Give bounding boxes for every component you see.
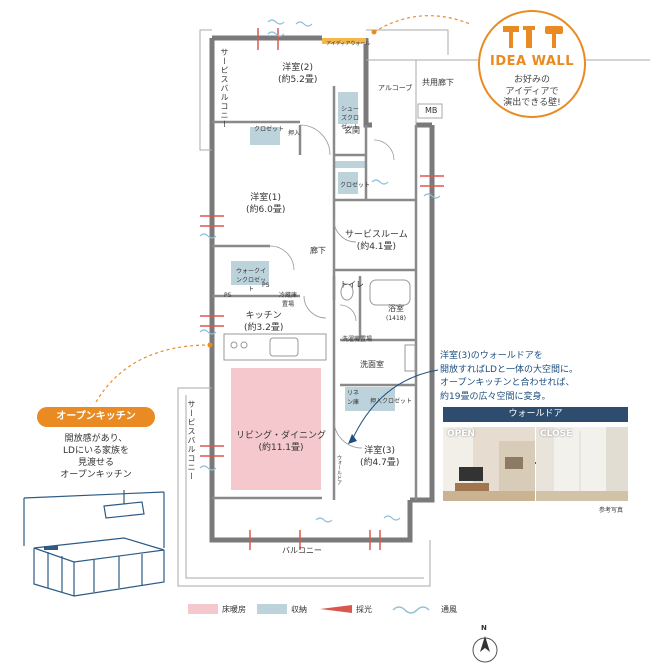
washbasin xyxy=(404,344,416,372)
photo-close: CLOSE xyxy=(536,427,628,501)
room-size: (約6.0畳) xyxy=(246,205,286,216)
legend-daylight: 採光 xyxy=(356,605,372,614)
legend-floor-heating-swatch xyxy=(188,604,218,614)
tools-icon xyxy=(503,26,563,48)
label-closet-w2: クロゼット xyxy=(254,126,285,133)
room-western3: 洋室(3) (約4.7畳) xyxy=(360,445,399,469)
walldoor-callout-line xyxy=(351,369,439,441)
sink xyxy=(269,337,299,357)
label-mb: MB xyxy=(425,106,438,115)
bathtub xyxy=(369,279,411,306)
ok-line: 開放感があり、 xyxy=(64,434,128,444)
label-ps-2: PS xyxy=(262,282,270,289)
label-corridor: 廊下 xyxy=(310,246,326,255)
storage-areas xyxy=(231,92,395,411)
label-oshiire-closet: 押入クロゼット xyxy=(370,398,413,405)
label-service-balcony-top: サービスバルコニー xyxy=(220,48,229,129)
toilet-fixture xyxy=(340,283,354,301)
room-name: 洋室(2) xyxy=(282,63,314,73)
idea-callout-line xyxy=(373,15,471,33)
balconies xyxy=(177,29,449,587)
photo-open: OPEN xyxy=(443,427,535,501)
room-size: (約11.1畳) xyxy=(258,443,304,454)
ventilation-marks xyxy=(199,19,441,523)
north-label: N xyxy=(481,624,487,632)
open-kitchen-illustration xyxy=(23,490,165,597)
room-western2: 洋室(2) (約5.2畳) xyxy=(278,62,317,86)
wall-door-desc: 洋室(3)のウォールドアを 開放すればLDと一体の大空間に。 オープンキッチンと… xyxy=(440,350,640,404)
room-living: リビング・ダイニング (約11.1畳) xyxy=(236,430,326,454)
room-name: 浴室 xyxy=(387,304,404,313)
stove-icon xyxy=(240,341,248,349)
wall-door-title-bar: ウォールドア xyxy=(443,407,628,422)
wd-line: 約19畳の広々空間に変身。 xyxy=(440,391,551,402)
legend-ventilation: 通風 xyxy=(441,605,457,614)
label-ps-1: PS xyxy=(224,292,232,299)
idea-line: アイディアで xyxy=(505,86,559,97)
wd-line: オープンキッチンと合わせれば、 xyxy=(440,378,575,388)
idea-wall-callout: IDEA WALL お好みの アイディアで 演出できる壁! xyxy=(478,10,586,118)
wd-line: 開放すればLDと一体の大空間に。 xyxy=(440,364,578,375)
label-oshiire-w2: 押入 xyxy=(288,130,301,137)
room-name: 洋室(3) xyxy=(364,446,396,456)
idea-line: お好みの xyxy=(513,75,550,85)
idea-wall-desc: お好みの アイディアで 演出できる壁! xyxy=(480,75,584,110)
ok-line: 見渡せる xyxy=(77,458,114,469)
label-shoes-closet: シューズクロゼット xyxy=(340,106,359,131)
room-size: (約5.2畳) xyxy=(278,75,318,86)
legend-storage: 収納 xyxy=(291,605,307,614)
floor-heating-area xyxy=(231,368,321,490)
photo-close-label: CLOSE xyxy=(540,429,573,439)
legend-ventilation-swatch xyxy=(392,606,430,614)
kitchen-counter xyxy=(223,333,327,361)
ok-line: オープンキッチン xyxy=(60,470,132,481)
room-western1: 洋室(1) (約6.0畳) xyxy=(246,192,285,216)
room-service: サービスルーム (約4.1畳) xyxy=(345,229,408,253)
legend-floor-heating: 床暖房 xyxy=(222,605,246,614)
room-kitchen: キッチン (約3.2畳) xyxy=(244,310,283,334)
label-idea-wall-small: アイディアウォール xyxy=(326,41,371,47)
legend-storage-swatch xyxy=(257,604,287,614)
daylight-marks xyxy=(200,28,444,550)
open-kitchen-badge: オープンキッチン xyxy=(37,407,155,427)
idea-wall-title: IDEA WALL xyxy=(490,54,574,69)
doors xyxy=(269,124,395,449)
label-common-corridor: 共用廊下 xyxy=(422,78,454,87)
interior-walls xyxy=(212,86,418,500)
label-washer: 洗濯機置場 xyxy=(342,336,373,343)
label-alcove: アルコーブ xyxy=(378,84,413,92)
idea-line: 演出できる壁! xyxy=(503,98,561,109)
kitchen-callout-line xyxy=(95,344,211,403)
label-service-balcony-bottom: サービスバルコニー xyxy=(187,400,196,481)
stove-icon xyxy=(230,341,238,349)
ok-line: LDにいる家族を xyxy=(63,446,129,457)
label-toilet: トイレ xyxy=(340,280,364,289)
room-size: (約3.2畳) xyxy=(244,323,284,334)
label-balcony: バルコニー xyxy=(282,546,322,555)
label-fridge: 冷蔵庫置場 xyxy=(278,292,297,308)
walls xyxy=(209,35,435,543)
label-linen: リネン庫 xyxy=(346,390,359,406)
label-walkin-closet: ウォークインクロゼット xyxy=(235,268,266,293)
open-kitchen-desc: 開放感があり、 LDにいる家族を 見渡せる オープンキッチン xyxy=(37,433,155,482)
label-washroom: 洗面室 xyxy=(360,360,384,369)
room-bath: 浴室 (1418) xyxy=(386,304,406,323)
room-name: キッチン xyxy=(245,311,282,321)
label-closet-service: クロゼット xyxy=(340,182,371,189)
photo-open-label: OPEN xyxy=(447,429,475,439)
reference-photo-note: 参考写真 xyxy=(599,507,624,514)
north-compass-icon xyxy=(472,636,498,663)
wd-line: 洋室(3)のウォールドアを xyxy=(440,351,543,361)
room-size: (約4.7畳) xyxy=(360,458,400,469)
idea-wall-strip xyxy=(322,38,366,44)
room-name: サービスルーム xyxy=(345,230,408,240)
room-size: (1418) xyxy=(386,314,406,322)
label-wall-door-small: ウォールドア xyxy=(336,455,342,485)
room-size: (約4.1畳) xyxy=(356,242,397,253)
legend-daylight-swatch xyxy=(320,605,352,613)
label-entrance: 玄関 xyxy=(344,126,360,135)
room-name: リビング・ダイニング xyxy=(236,431,327,441)
room-name: 洋室(1) xyxy=(250,193,282,203)
